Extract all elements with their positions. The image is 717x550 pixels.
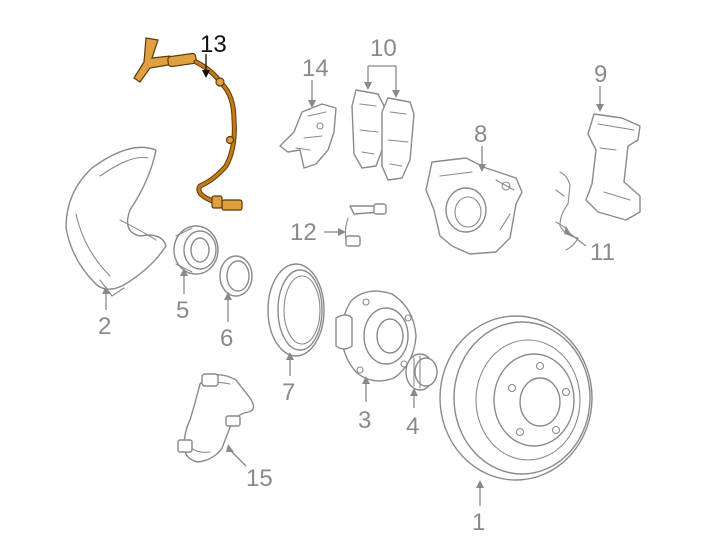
- callout-10: 10: [370, 35, 397, 62]
- part-7-seal[interactable]: [267, 263, 325, 357]
- leader-lines: [102, 54, 604, 506]
- callout-1: 1: [472, 509, 485, 536]
- callout-8: 8: [474, 121, 487, 148]
- part-15-sensor-wire[interactable]: [177, 373, 255, 463]
- part-2-dust-shield[interactable]: [65, 146, 167, 297]
- callout-4: 4: [406, 413, 419, 440]
- callout-2: 2: [98, 313, 111, 340]
- part-11-anti-rattle-spring[interactable]: [555, 171, 579, 251]
- part-3-hub[interactable]: [335, 290, 417, 382]
- callout-7: 7: [282, 379, 295, 406]
- callout-14: 14: [302, 55, 329, 82]
- part-10-brake-pads[interactable]: [351, 89, 415, 181]
- part-5-wheel-bearing[interactable]: [173, 225, 219, 275]
- callout-6: 6: [220, 325, 233, 352]
- callout-9: 9: [594, 61, 607, 88]
- callout-3: 3: [358, 407, 371, 434]
- callout-15: 15: [246, 465, 273, 492]
- callout-labels: 13 10 14 9 8 12 11 2 5 6 7 3 4 1 15: [98, 31, 615, 536]
- part-8-caliper[interactable]: [425, 157, 523, 255]
- part-4-hub-nut[interactable]: [405, 353, 438, 391]
- part-12-wear-sensor[interactable]: [344, 203, 387, 247]
- part-1-brake-rotor[interactable]: [439, 315, 593, 481]
- callout-11: 11: [590, 239, 615, 266]
- callout-13: 13: [200, 31, 227, 58]
- callout-12: 12: [290, 219, 317, 246]
- callout-5: 5: [176, 297, 189, 324]
- part-13-sensor-wire[interactable]: [133, 37, 243, 211]
- part-14-wear-sensor-clip[interactable]: [279, 103, 337, 169]
- part-6-seal-ring[interactable]: [219, 255, 253, 297]
- part-9-caliper-carrier[interactable]: [585, 113, 641, 221]
